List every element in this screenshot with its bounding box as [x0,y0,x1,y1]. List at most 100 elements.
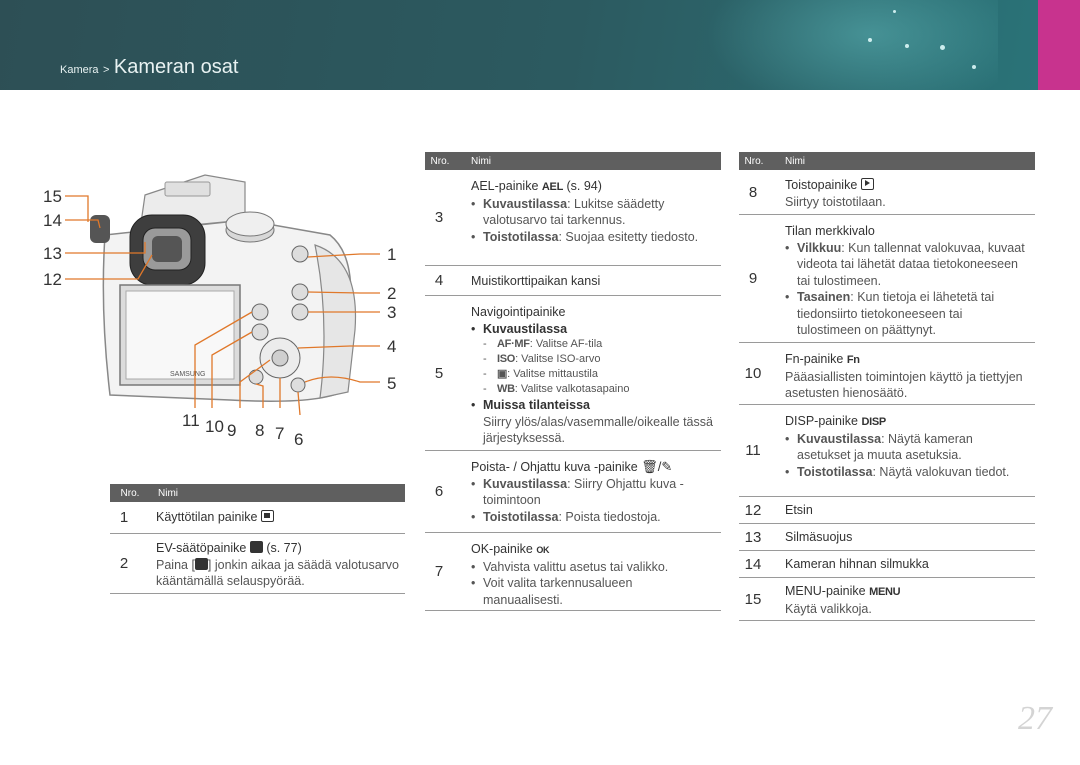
row-name: Tilan merkkivalo [785,224,875,238]
callout-1: 1 [387,245,396,264]
row-name: Poista- / Ohjattu kuva -painike [471,460,638,474]
ev-icon [194,557,208,570]
dash-text: : Valitse mittaustila [507,368,598,380]
table-header: Nro. Nimi [425,152,721,170]
page-ref: (s. 77) [266,541,302,555]
row-content: Poista- / Ohjattu kuva -painike 🗑/✎ •Kuv… [453,451,715,532]
dash-item: -AF·MF: Valitse AF-tila [483,338,603,350]
bullet-bold: Toistotilassa [797,464,873,479]
callout-15: 15 [43,187,62,206]
bullet: •Muissa tilanteissa [471,397,715,414]
bullet: •Toistotilassa: Poista tiedostoja. [471,509,661,524]
row-name: Fn-painike [785,352,844,366]
row-content: MENU-painike MENU Käytä valikkoja. [767,578,901,620]
disp-icon: DISP [861,416,886,428]
bullet-text: : Kun tietoja ei lähetetä tai tiedonsiir… [797,290,995,337]
table-header: Nro. Nimi [739,152,1035,170]
fn-icon: Fn [846,354,860,366]
bullet: •Kuvaustilassa: Näytä kameran asetukset … [785,431,973,463]
row-number: 10 [744,365,762,382]
bullet: •Kuvaustilassa [471,321,715,338]
breadcrumb-parent[interactable]: Kamera [60,64,99,76]
row-content: Navigointipainike •Kuvaustilassa -AF·MF:… [453,296,715,450]
row-content: OK-painike OK •Vahvista valittu asetus t… [453,533,715,610]
row-number: 15 [744,590,762,608]
bullet-bold: Toistotilassa [483,509,559,524]
bullet-bold: Tasainen [797,290,851,304]
bullet: •Vilkkuu: Kun tallennat valokuvaa, kuvaa… [785,240,1025,288]
table-row: 11 DISP-painike DISP •Kuvaustilassa: Näy… [739,405,1035,497]
dash-text: : Valitse valkotasapaino [514,383,630,395]
row-name: Toistopainike [785,178,858,192]
bullet-bold: Kuvaustilassa [483,321,568,336]
bullet: •Kuvaustilassa: Siirry Ohjattu kuva -toi… [471,476,684,508]
row-desc: Käytä valikkoja. [785,601,872,616]
row-number: 11 [745,442,761,459]
chapter-tab[interactable] [1038,0,1080,90]
breadcrumb: Kamera > Kameran osat [60,56,238,79]
row-number: 6 [434,483,444,500]
callout-13: 13 [43,244,62,263]
col-nro: Nro. [430,155,450,167]
table-row: 6 Poista- / Ohjattu kuva -painike 🗑/✎ •K… [425,451,721,533]
dash-text: : Valitse ISO-arvo [515,353,601,365]
bullet-bold: Kuvaustilassa [797,431,882,446]
row-name: MENU-painike [785,584,866,598]
parts-table-middle: Nro. Nimi 3 AEL-painike AEL (s. 94) •Kuv… [425,152,721,611]
table-row: 4 Muistikorttipaikan kansi [425,266,721,296]
brand-label: SAMSUNG [170,371,205,378]
header-banner: Kamera > Kameran osat [0,0,1038,90]
bullet-bold: Muissa tilanteissa [483,398,590,412]
row-name: Silmäsuojus [785,530,853,544]
ok-icon: OK [536,545,550,555]
wb-icon: WB [497,383,515,395]
callout-12: 12 [43,270,62,289]
row-content: EV-säätöpainike (s. 77) Paina [] jonkin … [138,534,405,593]
sparkle-dot [905,44,909,48]
table-row: 2 EV-säätöpainike (s. 77) Paina [] jonki… [110,534,405,594]
row-number: 13 [744,528,762,546]
row-content: Toistopainike Siirtyy toistotilaan. [767,170,886,214]
bullet-text: : Näytä kameran asetukset ja muuta asetu… [797,431,973,463]
bullet: •Toistotilassa: Suojaa esitetty tiedosto… [471,229,699,244]
table-row: 13 Silmäsuojus [739,524,1035,551]
bullet-bold: Kuvaustilassa [483,476,568,491]
page-title: Kameran osat [113,56,239,78]
row-name: Etsin [785,503,813,517]
row-number: 12 [744,501,762,519]
bullet: •Voit valita tarkennusalueen manuaalises… [471,575,715,608]
row-number: 3 [434,209,444,226]
bullet-text: : Siirry Ohjattu kuva -toimintoon [483,476,684,508]
page-number: 27 [1018,700,1052,737]
camera-back-illustration: SAMSUNG 15 14 13 12 1 2 3 4 5 11 10 [43,174,396,449]
callout-8: 8 [255,421,264,440]
metering-icon: ▣ [497,368,508,380]
row-name: EV-säätöpainike [156,541,247,555]
bullet-text: : Kun tallennat valokuvaa, kuvaat videot… [797,240,1025,288]
dash-item: -▣: Valitse mittaustila [483,368,598,380]
bullet: •Tasainen: Kun tietoja ei lähetetä tai t… [785,290,995,337]
banner-glow [678,0,998,90]
bullet-text: : Suojaa esitetty tiedosto. [558,229,699,244]
sparkle-dot [940,45,945,50]
table-row: 8 Toistopainike Siirtyy toistotilaan. [739,170,1035,215]
callout-11: 11 [182,411,200,430]
row-content: Käyttötilan painike [138,502,274,533]
row-number: 5 [434,364,444,382]
col-nro: Nro. [120,487,140,499]
row-name: Navigointipainike [471,305,566,319]
bullet: •Kuvaustilassa: Lukitse säädetty valotus… [471,196,665,228]
table-row: 14 Kameran hihnan silmukka [739,551,1035,578]
table-row: 3 AEL-painike AEL (s. 94) •Kuvaustilassa… [425,170,721,266]
af-mf-icon: AF·MF [497,338,530,350]
row-desc: Pääasiallisten toimintojen käyttö ja tie… [785,369,1023,401]
bullet-text: Vahvista valittu asetus tai valikko. [483,559,669,574]
table-row: 15 MENU-painike MENU Käytä valikkoja. [739,578,1035,621]
parts-table-left: Nro. Nimi 1 Käyttötilan painike 2 EV-sää… [110,484,405,594]
callout-5: 5 [387,374,396,393]
desc-part: ] jonkin aikaa ja säädä valotusarvo kään… [156,557,400,589]
row-name: Muistikorttipaikan kansi [471,274,601,288]
row-number: 14 [744,555,762,573]
row-number: 4 [434,272,444,289]
col-nro: Nro. [744,155,764,167]
